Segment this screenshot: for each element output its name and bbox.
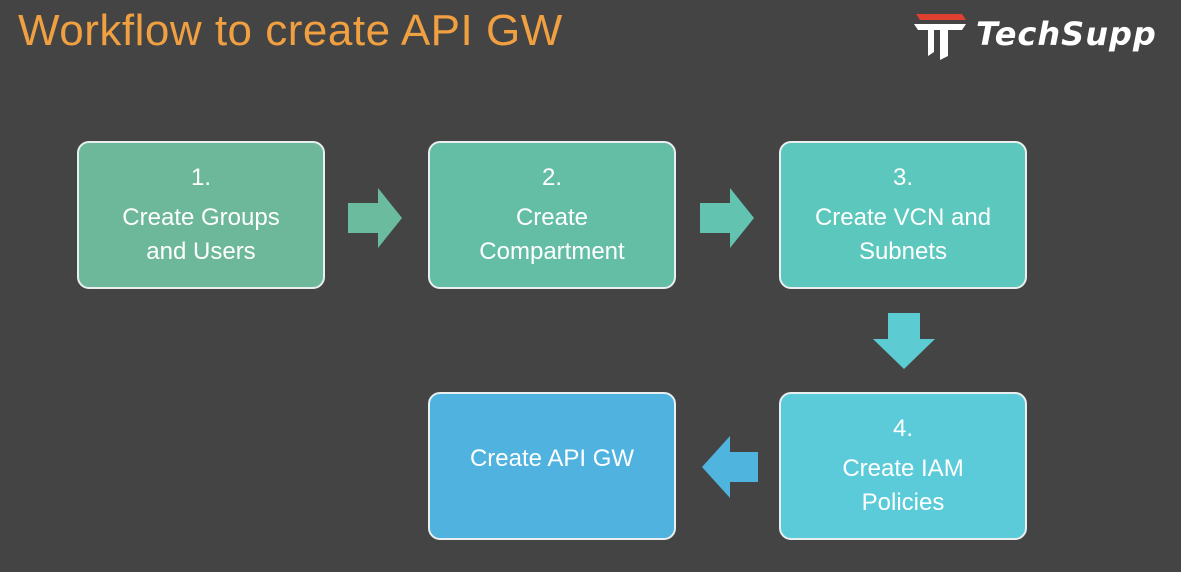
- arrow-right-icon: [700, 188, 754, 248]
- slide-title: Workflow to create API GW: [18, 6, 563, 55]
- step-number: 2.: [541, 164, 562, 191]
- arrow-down-icon: [873, 313, 935, 369]
- step-label-line2: Policies: [861, 489, 945, 516]
- step-label-line1: Create IAM: [842, 455, 964, 482]
- step-number: 1.: [190, 164, 211, 191]
- arrow-4-5: [702, 436, 758, 498]
- step-label-line1: Create Groups: [122, 204, 280, 231]
- techsupport-logo: TechSupp: [912, 8, 1157, 60]
- step-label-line1: Create: [515, 204, 589, 231]
- step-number: 3.: [892, 164, 913, 191]
- arrow-1-2: [348, 188, 402, 248]
- step-label-line2: and Users: [146, 238, 256, 265]
- step-label-line1: Create VCN and: [814, 204, 992, 231]
- step-1-create-groups-users: 1. Create Groups and Users: [77, 141, 325, 289]
- logo-text: TechSupp: [976, 15, 1157, 53]
- step-3-create-vcn-subnets: 3. Create VCN and Subnets: [779, 141, 1027, 289]
- arrow-3-4: [873, 313, 935, 369]
- step-label-line1: Create API GW: [469, 445, 635, 472]
- step-5-create-api-gw: Create API GW: [428, 392, 676, 540]
- step-number: 4.: [892, 415, 913, 442]
- step-label-line2: Subnets: [858, 238, 948, 265]
- arrow-2-3: [700, 188, 754, 248]
- arrow-left-icon: [702, 436, 758, 498]
- step-4-create-iam-policies: 4. Create IAM Policies: [779, 392, 1027, 540]
- arrow-right-icon: [348, 188, 402, 248]
- techsupport-logo-icon: [912, 8, 970, 60]
- step-2-create-compartment: 2. Create Compartment: [428, 141, 676, 289]
- step-label-line2: Compartment: [479, 238, 625, 265]
